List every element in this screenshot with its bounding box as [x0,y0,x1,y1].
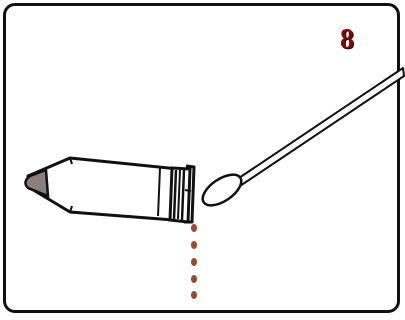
drop [191,241,197,249]
vial-tube-icon [25,158,194,222]
swab-stick [236,68,404,186]
liquid-drops [191,224,197,299]
cotton-swab-icon [198,68,404,211]
drop [191,291,197,299]
drop [191,275,197,283]
drop [191,258,197,266]
vial-body [28,158,188,221]
vial-tip [25,170,48,196]
swab-cotton-head [198,169,247,212]
drop [191,224,197,232]
vial-collar-notch [185,190,191,191]
